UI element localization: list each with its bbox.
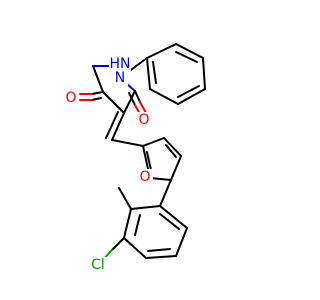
atom-label-o-left: O (65, 90, 76, 106)
atom-label-cl: Cl (91, 257, 105, 273)
molecule-structure: O O HN N O Cl (63, 43, 206, 273)
methylidene-linker (105, 111, 144, 147)
phenyl-ring (119, 43, 206, 105)
atom-labels: O O HN N O Cl (63, 56, 153, 273)
atom-label-o-right: O (138, 112, 149, 128)
atom-label-o-furan: O (139, 169, 150, 185)
chloromethylphenyl-ring (99, 179, 188, 264)
furan-ring (142, 137, 182, 181)
carbonyl-bonds (79, 90, 147, 117)
atom-label-nh: HN (110, 56, 131, 72)
atom-label-n: N (115, 70, 125, 86)
